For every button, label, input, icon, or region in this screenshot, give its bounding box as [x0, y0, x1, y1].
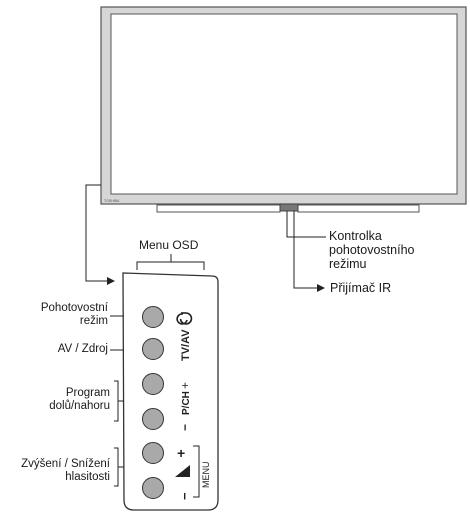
standby-led-label-line1: Kontrolka	[329, 229, 382, 243]
ir-sensor-module	[279, 203, 299, 212]
volume-symbols: + − MENU	[175, 445, 211, 500]
tv-brand-logo: TOSHIBA	[104, 199, 120, 203]
volume-down-button[interactable]	[142, 477, 164, 499]
pch-plus: +	[178, 382, 192, 389]
menu-osd-label: Menu OSD	[139, 238, 199, 252]
power-icon	[176, 312, 193, 325]
program-label-line1: Program	[65, 387, 110, 399]
volume-minus: −	[177, 492, 192, 500]
standby-led-label: Kontrolka pohotovostního režimu	[329, 229, 415, 271]
standby-label: Pohotovostní režim	[2, 302, 108, 328]
program-label-line2: dolů/nahoru	[49, 400, 110, 412]
volume-up-button[interactable]	[142, 442, 164, 464]
callout-lines	[85, 184, 326, 292]
volume-plus: +	[177, 445, 185, 461]
left-leader-lines	[110, 315, 124, 487]
tvav-label: TV/AV	[180, 329, 192, 361]
standby-button[interactable]	[142, 306, 164, 328]
standby-led-label-line3: režimu	[329, 257, 367, 271]
volume-label: Zvýšení / Snížení hlasitosti	[2, 458, 110, 484]
pch-label: P/CH	[181, 391, 192, 415]
tv-stand-left	[156, 204, 281, 213]
volume-label-line2: hlasitosti	[65, 471, 110, 483]
source-button[interactable]	[142, 338, 164, 360]
program-up-button[interactable]	[142, 373, 164, 395]
tv-set: TOSHIBA	[100, 6, 467, 213]
ir-receiver-label: Přijímač IR	[330, 281, 392, 295]
av-source-label: AV / Zdroj	[57, 343, 108, 355]
standby-led-label-line2: pohotovostního	[329, 243, 415, 257]
tv-stand-right	[297, 204, 420, 213]
program-label: Program dolů/nahoru	[2, 387, 110, 413]
standby-label-line2: režim	[79, 315, 108, 327]
menu-label: MENU	[201, 462, 211, 489]
program-down-button[interactable]	[142, 408, 164, 430]
volume-wedge-icon	[175, 465, 190, 477]
standby-label-line1: Pohotovostní	[40, 302, 108, 314]
tv-screen	[110, 13, 458, 195]
pch-minus: −	[178, 424, 192, 431]
volume-label-line1: Zvýšení / Snížení	[21, 458, 110, 470]
